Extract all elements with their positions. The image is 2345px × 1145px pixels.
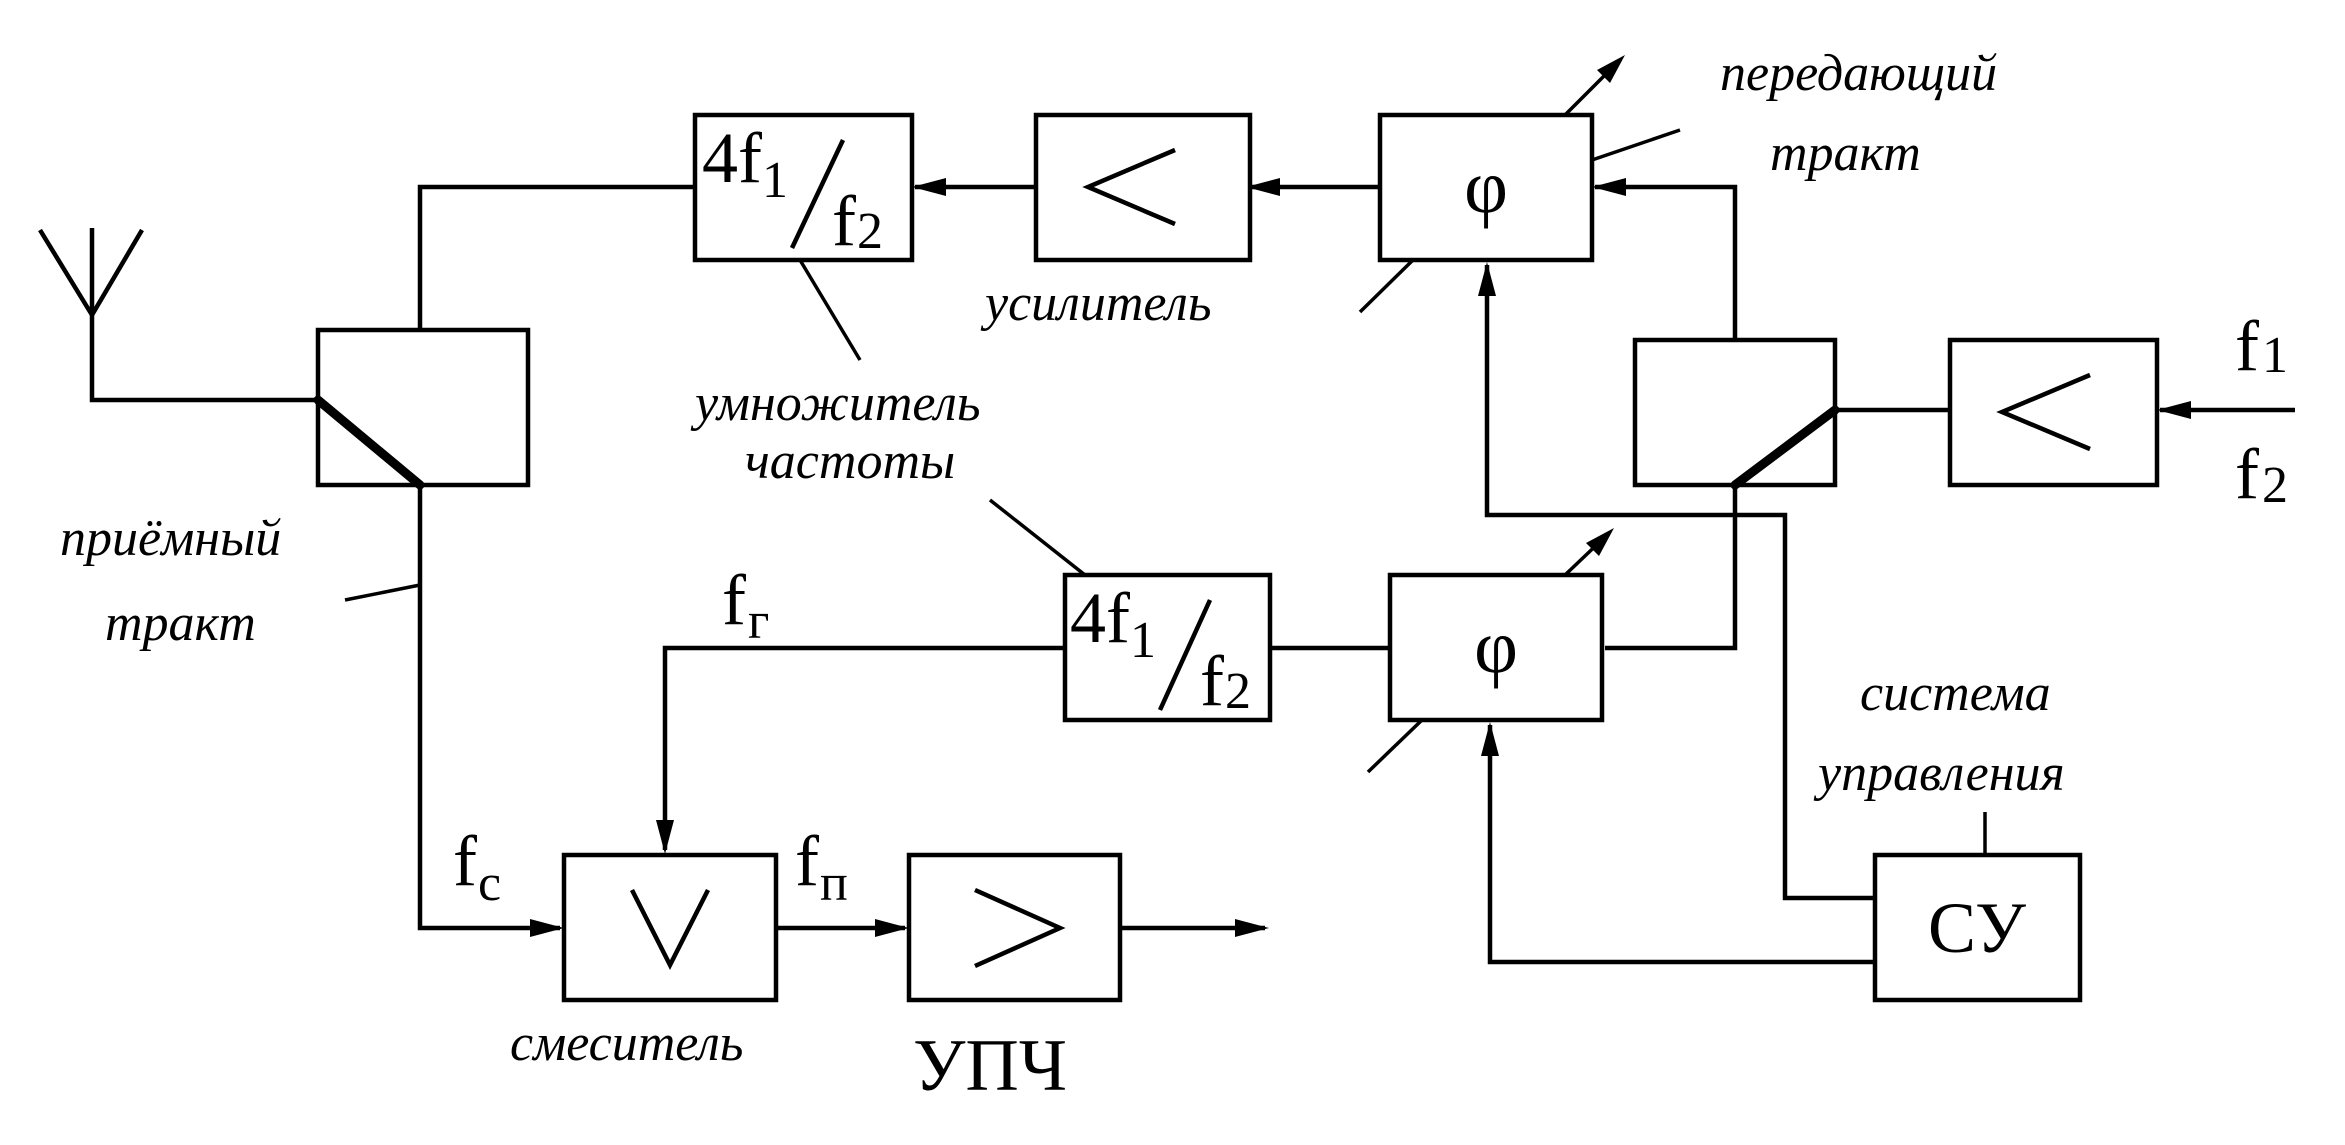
label-receive-1: приёмный	[60, 510, 281, 567]
phase-shifter-top: φ	[1358, 55, 1625, 314]
mult-bottom-den-sub: 2	[1225, 663, 1251, 720]
signal-fg-sub: г	[748, 593, 769, 650]
wire-cu-to-phase-bottom	[1487, 725, 1875, 965]
mult-bottom-den: f	[1200, 641, 1224, 721]
mult-top-den-sub: 2	[857, 203, 883, 260]
signal-fp: f	[795, 821, 819, 901]
phase-top-symbol: φ	[1464, 145, 1508, 229]
leader-multiplier-top	[798, 259, 862, 361]
mult-top-num: f	[738, 118, 762, 198]
mult-bottom-num-sub: 1	[1130, 612, 1156, 669]
label-if-amp: УПЧ	[913, 1025, 1067, 1107]
signal-f2: f	[2235, 434, 2259, 514]
signal-f1-sub: 1	[2262, 327, 2288, 384]
label-multiplier-1: умножитель	[690, 375, 981, 432]
label-control-1: система	[1860, 665, 2051, 722]
leader-transmit	[1591, 128, 1681, 162]
multiplier-bottom: 4 f 1 f 2	[1062, 572, 1273, 723]
leader-receive	[344, 583, 421, 602]
mult-top-den: f	[832, 181, 856, 261]
amplifier-input	[1947, 337, 2160, 488]
mult-top-coef: 4	[702, 118, 738, 198]
wire-circ-to-mixer	[417, 485, 560, 931]
mult-bottom-coef: 4	[1070, 578, 1106, 658]
mixer	[561, 852, 779, 1003]
label-multiplier-2: частоты	[745, 433, 955, 490]
phase-bottom-symbol: φ	[1474, 605, 1518, 689]
multiplier-top: 4 f 1 f 2	[692, 112, 915, 263]
circulator-right	[1632, 337, 1840, 490]
label-mixer: смеситель	[510, 1015, 743, 1072]
label-transmit-2: тракт	[1770, 125, 1921, 182]
label-receive-2: тракт	[105, 595, 256, 652]
signal-fp-sub: п	[820, 855, 848, 912]
signal-fc: f	[453, 821, 477, 901]
wire-mult-to-mixer	[662, 645, 1065, 850]
if-amplifier	[906, 852, 1123, 1003]
label-amplifier: усилитель	[980, 275, 1212, 332]
signal-fg: f	[722, 560, 746, 640]
leader-multiplier-bottom	[988, 498, 1087, 577]
wire-circ-right-to-phase-bottom	[1605, 485, 1738, 651]
circulator-left	[313, 327, 531, 490]
control-unit-label: СУ	[1928, 888, 2026, 968]
mult-bottom-num: f	[1106, 578, 1130, 658]
signal-f2-sub: 2	[2262, 457, 2288, 514]
wire-circ-top-to-mult	[417, 184, 695, 330]
label-control-2: управления	[1813, 745, 2065, 802]
control-unit: СУ	[1872, 852, 2083, 1003]
amplifier-top	[1033, 112, 1253, 263]
signal-fc-sub: с	[478, 855, 501, 912]
wire-cu-to-phase-top	[1484, 265, 1875, 901]
wire-circ-right-to-phase-top	[1595, 184, 1738, 340]
signal-f1: f	[2235, 306, 2259, 386]
label-transmit-1: передающий	[1720, 45, 1997, 102]
antenna-icon	[38, 228, 318, 403]
phase-shifter-bottom: φ	[1366, 528, 1614, 774]
mult-top-num-sub: 1	[762, 152, 788, 209]
